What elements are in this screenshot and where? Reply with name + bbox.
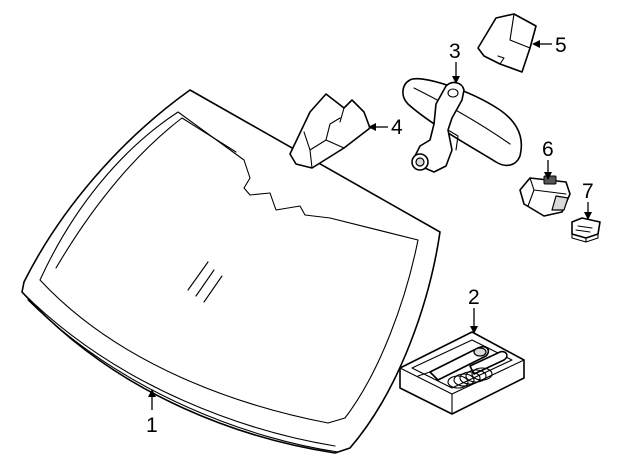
gel-pad xyxy=(571,217,601,243)
callout-3: 3 xyxy=(449,40,461,84)
callout-6: 6 xyxy=(542,138,554,180)
sensor-cover xyxy=(477,13,537,73)
callout-1: 1 xyxy=(146,389,158,437)
rear-view-mirror xyxy=(402,78,523,173)
callout-2-label: 2 xyxy=(468,286,480,309)
callout-4: 4 xyxy=(368,116,403,139)
callout-2: 2 xyxy=(468,286,480,334)
adhesive-kit xyxy=(399,331,525,415)
callout-3-label: 3 xyxy=(449,40,461,63)
mirror-cover xyxy=(289,93,371,169)
callout-1-label: 1 xyxy=(146,414,158,437)
callout-7: 7 xyxy=(582,180,594,220)
callout-4-label: 4 xyxy=(391,116,403,139)
callout-5-label: 5 xyxy=(555,34,567,57)
rain-sensor xyxy=(519,175,571,217)
callout-6-label: 6 xyxy=(542,138,554,161)
callout-7-label: 7 xyxy=(582,180,594,203)
callout-5: 5 xyxy=(532,34,567,57)
windshield xyxy=(21,89,441,454)
